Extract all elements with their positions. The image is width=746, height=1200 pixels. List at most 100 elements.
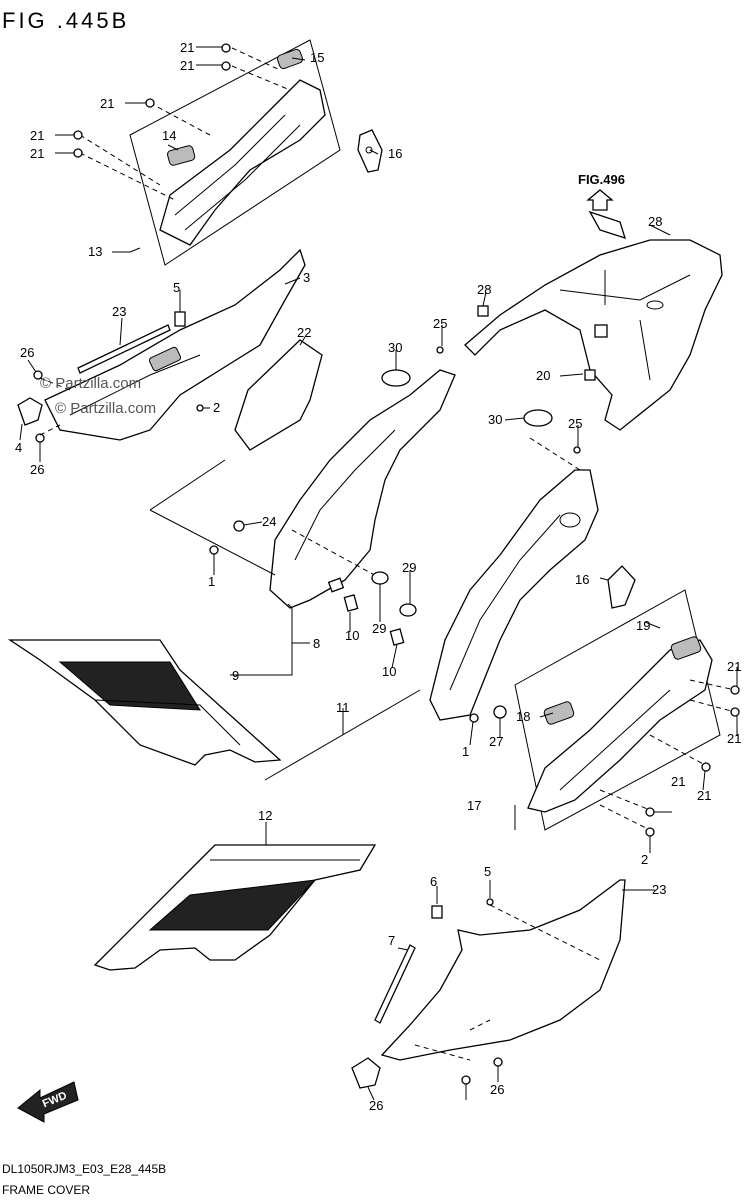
- callout-21: 21: [671, 774, 685, 789]
- callout-26: 26: [369, 1098, 383, 1113]
- part-21-bolt-r4: [645, 807, 655, 817]
- callout-2: 2: [213, 400, 220, 415]
- callout-22: 22: [297, 325, 311, 340]
- part-21-bolt-r1: [730, 685, 740, 695]
- fwd-arrow-icon: FWD: [17, 1081, 79, 1123]
- part-9-decal-left: [7, 639, 282, 766]
- part-16-clip-top: [357, 129, 383, 173]
- callout-16: 16: [388, 146, 402, 161]
- part-26-bolt-a: [33, 370, 43, 380]
- callout-21: 21: [697, 788, 711, 803]
- callout-10: 10: [382, 664, 396, 679]
- callout-25: 25: [568, 416, 582, 431]
- callout-16: 16: [575, 572, 589, 587]
- part-1-grommet-right: [469, 713, 479, 723]
- part-5-clip-left: [174, 311, 186, 327]
- part-26-bolt-c: [493, 1057, 503, 1067]
- callout-21: 21: [180, 40, 194, 55]
- part-30-grommet-left: [381, 369, 411, 387]
- part-23-strip-left: [77, 324, 171, 374]
- callout-17: 17: [467, 798, 481, 813]
- part-25-screw-right: [573, 446, 581, 454]
- callout-30: 30: [488, 412, 502, 427]
- part-16-clip-right: [607, 565, 636, 609]
- callout-21: 21: [30, 128, 44, 143]
- part-26-bolt-b: [35, 433, 45, 443]
- part-13-frame-cover-assembly-left: [73, 39, 341, 266]
- callout-10: 10: [345, 628, 359, 643]
- part-25-screw-left: [436, 346, 444, 354]
- callout-30: 30: [388, 340, 402, 355]
- part-11-frame-cover-right: [429, 469, 599, 721]
- part-28-nut-b: [584, 369, 596, 381]
- model-code: DL1050RJM3_E03_E28_445B: [2, 1162, 166, 1176]
- callout-5: 5: [173, 280, 180, 295]
- callout-21: 21: [100, 96, 114, 111]
- callout-28: 28: [648, 214, 662, 229]
- callout-2: 2: [641, 852, 648, 867]
- watermark: © Partzilla.com: [40, 375, 141, 392]
- part-20-tail-cover: [464, 210, 723, 431]
- part-20-strip: [588, 210, 626, 240]
- callout-29: 29: [372, 621, 386, 636]
- part-22-pad-left: [234, 339, 323, 451]
- part-21-bolt-r3: [701, 762, 711, 772]
- callout-leaders: [19, 46, 738, 1101]
- callout-14: 14: [162, 128, 176, 143]
- callout-25: 25: [433, 316, 447, 331]
- callout-7: 7: [388, 933, 395, 948]
- callout-28: 28: [477, 282, 491, 297]
- callout-1: 1: [208, 574, 215, 589]
- callout-19: 19: [636, 618, 650, 633]
- callout-24: 24: [262, 514, 276, 529]
- callout-3: 3: [303, 270, 310, 285]
- section-name: FRAME COVER: [2, 1183, 90, 1197]
- callout-18: 18: [516, 709, 530, 724]
- callout-4: 4: [15, 440, 22, 455]
- callout-23: 23: [652, 882, 666, 897]
- callout-20: 20: [536, 368, 550, 383]
- callout-labels: 2121152121211416133235262224263025282028…: [15, 40, 741, 1113]
- callout-5: 5: [484, 864, 491, 879]
- part-8-frame-cover-left: [269, 369, 456, 609]
- part-26-bolt-d: [461, 1075, 471, 1085]
- callout-26: 26: [490, 1082, 504, 1097]
- callout-26: 26: [20, 345, 34, 360]
- callout-21: 21: [180, 58, 194, 73]
- fig-496-label: FIG.496: [578, 172, 625, 187]
- part-5-clip-right: [431, 905, 443, 919]
- callout-6: 6: [430, 874, 437, 889]
- callout-15: 15: [310, 50, 324, 65]
- part-4-cap-left: [17, 397, 43, 426]
- part-2-screw-left: [196, 404, 204, 412]
- callout-1: 1: [462, 744, 469, 759]
- callout-21: 21: [727, 659, 741, 674]
- part-17-frame-cover-assembly-right: [514, 589, 736, 831]
- callout-29: 29: [402, 560, 416, 575]
- callout-27: 27: [489, 734, 503, 749]
- part-30-grommet-right: [523, 409, 553, 427]
- part-7-cap-right: [351, 1057, 381, 1089]
- part-10-spacer-b: [389, 628, 405, 646]
- part-12-decal-right: [93, 844, 377, 971]
- part-29-washer-a: [371, 571, 389, 585]
- fig-496-reference: FIG.496: [578, 172, 625, 211]
- part-3-side-cover-upper-left: [44, 248, 306, 441]
- callout-11: 11: [336, 700, 350, 715]
- callout-12: 12: [258, 808, 272, 823]
- part-10-spacer-a: [343, 594, 359, 612]
- part-6-side-cover-lower-right: [380, 879, 626, 1061]
- part-28-nut-a: [477, 305, 489, 317]
- callout-13: 13: [88, 244, 102, 259]
- callout-8: 8: [313, 636, 320, 651]
- watermark: © Partzilla.com: [55, 400, 156, 417]
- part-23-strip-right: [374, 944, 416, 1024]
- callout-21: 21: [727, 731, 741, 746]
- callout-23: 23: [112, 304, 126, 319]
- part-2-screw-right: [486, 898, 494, 906]
- part-27-bolt: [493, 705, 507, 719]
- figure-title: FIG .445B: [2, 8, 129, 33]
- part-21-bolt-r5: [645, 827, 655, 837]
- callout-26: 26: [30, 462, 44, 477]
